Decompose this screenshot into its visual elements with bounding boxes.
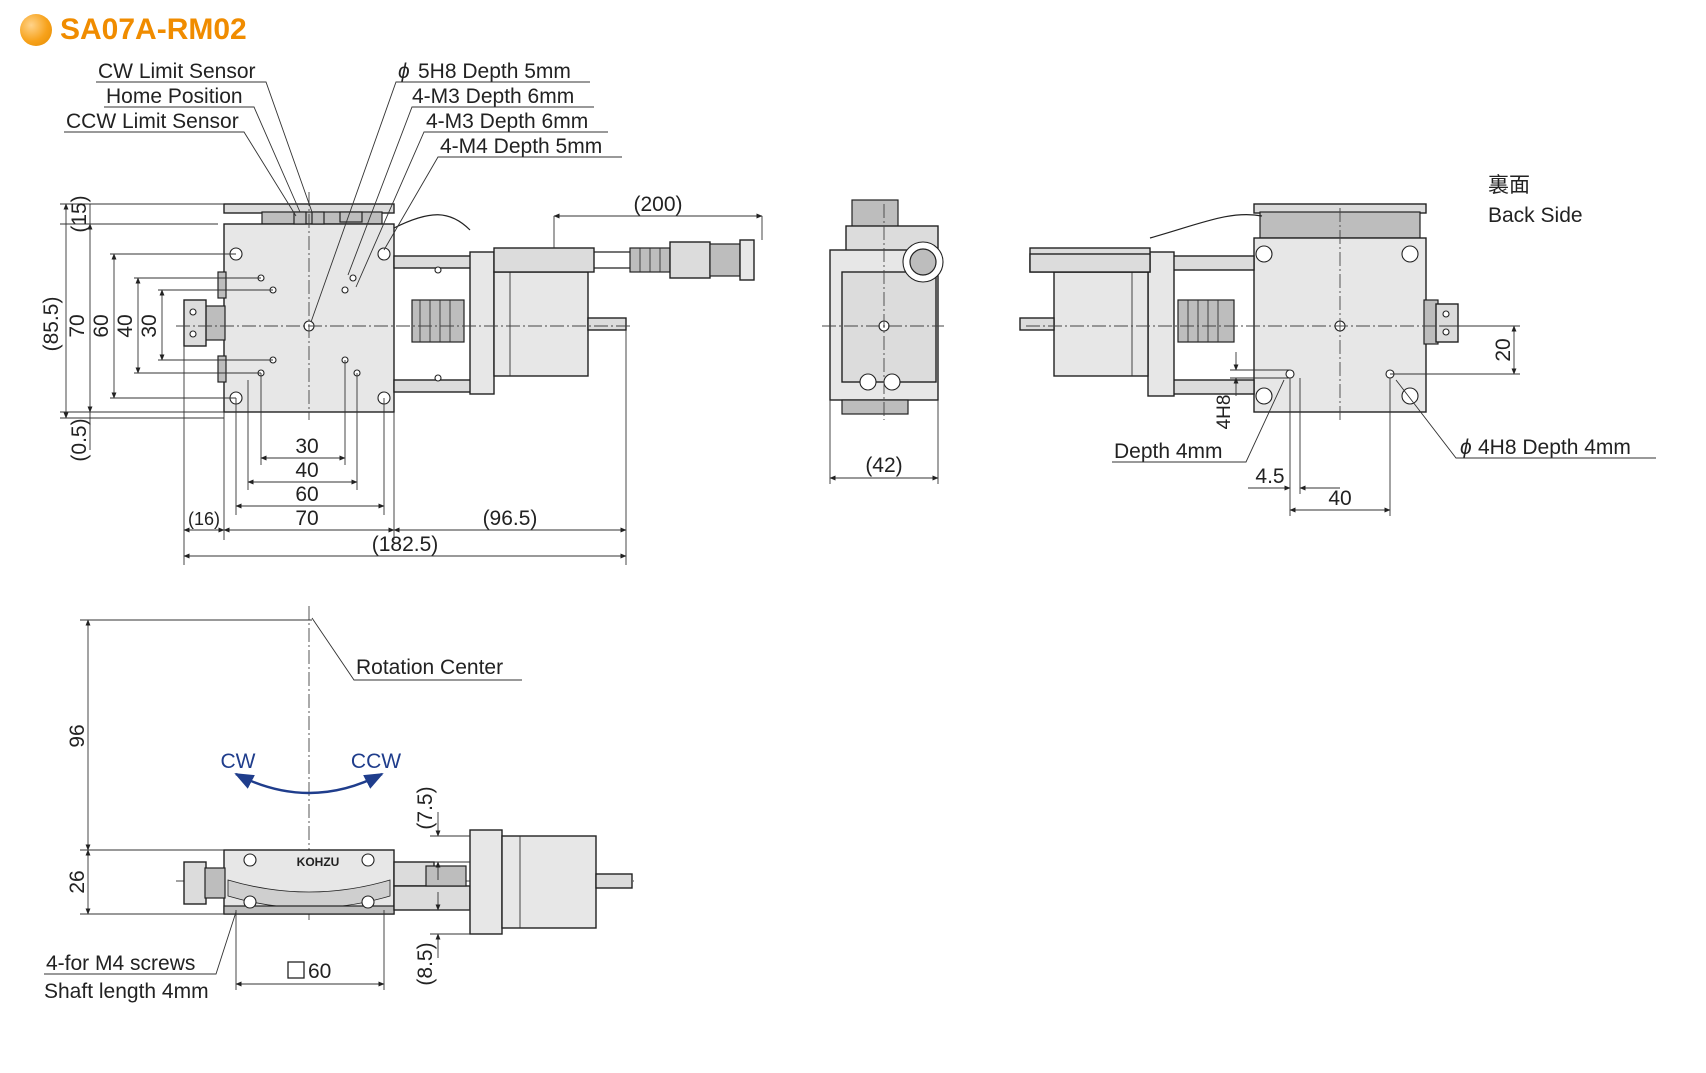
- dim-182-5: (182.5): [372, 533, 439, 556]
- dim-60-left: 60: [90, 314, 113, 337]
- dim-40-left: 40: [114, 314, 137, 337]
- callout-cw-limit-sensor: CW Limit Sensor: [98, 60, 256, 83]
- dim-30-bottom: 30: [295, 435, 318, 458]
- callout-home-position: Home Position: [106, 85, 243, 108]
- dim-front-26: 26: [66, 870, 89, 893]
- top-view: (15) (85.5) 70 60 40 30 (0.5) 30 40 60 7…: [40, 60, 763, 565]
- callout-4m3-depth-a: 4-M3 Depth 6mm: [412, 85, 574, 108]
- callout-ccw-limit-sensor: CCW Limit Sensor: [66, 110, 239, 133]
- dim-front-60: 60: [308, 960, 331, 983]
- dim-0-5: (0.5): [68, 418, 91, 461]
- title-bullet-icon: [20, 14, 52, 46]
- callout-back-4h8-depth: 4H8 Depth 4mm: [1478, 436, 1631, 459]
- callout-back-depth-4mm: Depth 4mm: [1114, 440, 1223, 463]
- dim-85-5: (85.5): [40, 297, 63, 352]
- dim-back-4h8: 4H8: [1214, 395, 1235, 430]
- square-symbol-icon: [287, 961, 305, 979]
- rotation-center-label: Rotation Center: [356, 656, 503, 679]
- dim-70-left: 70: [66, 314, 89, 337]
- callout-4m3-depth-b: 4-M3 Depth 6mm: [426, 110, 588, 133]
- dim-back-20: 20: [1492, 338, 1515, 361]
- page-title: SA07A-RM02: [60, 13, 247, 46]
- dim-30-left: 30: [138, 314, 161, 337]
- front-motor: [501, 835, 597, 929]
- dim-side-42: (42): [865, 454, 902, 477]
- cw-label: CW: [221, 750, 256, 773]
- dim-96-5: (96.5): [483, 507, 538, 530]
- motor: [493, 271, 589, 377]
- front-view: Rotation Center CW CCW KOHZU 96 26: [44, 606, 634, 1003]
- dim-back-4-5: 4.5: [1255, 465, 1284, 488]
- rotation-arrow-icon: [234, 772, 384, 795]
- back-side-title-en: Back Side: [1488, 204, 1583, 227]
- dim-back-40: 40: [1328, 487, 1351, 510]
- brand-kohzu: KOHZU: [297, 855, 340, 869]
- screws-label-line1: 4-for M4 screws: [46, 952, 195, 975]
- callout-4m4-depth: 4-M4 Depth 5mm: [440, 135, 602, 158]
- dim-front-96: 96: [66, 724, 89, 747]
- dim-40-bottom: 40: [295, 459, 318, 482]
- dim-front-7-5: (7.5): [414, 786, 437, 829]
- callout-back-phi: ϕ: [1460, 436, 1472, 459]
- side-view: (42): [822, 199, 944, 484]
- dim-16: (16): [188, 509, 220, 529]
- callout-5h8-depth: 5H8 Depth 5mm: [418, 60, 571, 83]
- dim-cable-200: (200): [633, 193, 682, 216]
- back-view: 20 4H8 Depth 4mm ϕ 4H8 Depth 4mm 4.5 40 …: [1019, 174, 1656, 516]
- dim-70-bottom: 70: [295, 507, 318, 530]
- dim-front-8-5: (8.5): [414, 942, 437, 985]
- dim-60-bottom: 60: [295, 483, 318, 506]
- ccw-label: CCW: [351, 750, 401, 773]
- callout-phi-symbol: ϕ: [398, 60, 410, 83]
- stage-body: [223, 223, 395, 413]
- screws-label-line2: Shaft length 4mm: [44, 980, 209, 1003]
- title-row: SA07A-RM02: [20, 8, 247, 52]
- dim-15: (15): [68, 195, 91, 232]
- back-side-title-jp: 裏面: [1488, 174, 1530, 197]
